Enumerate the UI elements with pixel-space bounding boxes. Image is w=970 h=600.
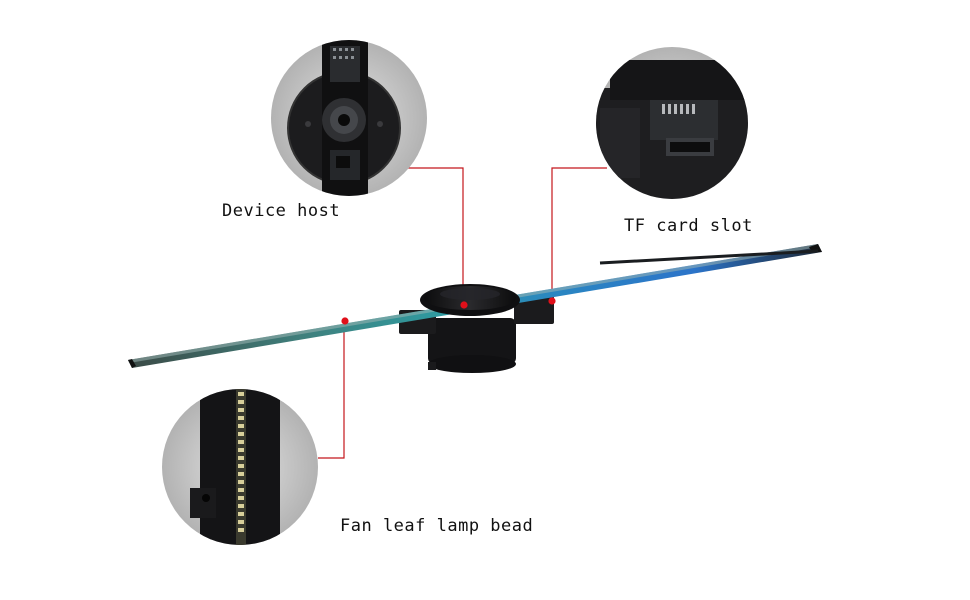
- inset-fan-leaf-lamp-bead: [162, 389, 318, 545]
- label-device-host: Device host: [222, 201, 341, 221]
- label-fan-leaf-lamp-bead: Fan leaf lamp bead: [340, 516, 534, 536]
- marker-dot-device-host: [460, 301, 468, 309]
- inset-device-host: [271, 40, 427, 196]
- inset-tf-card-slot: [596, 47, 748, 199]
- leader-line-device-host: [408, 167, 464, 304]
- device-hub: [420, 284, 520, 316]
- marker-dot-tf-card-slot: [548, 297, 556, 305]
- leader-line-tf-card-slot: [551, 167, 607, 300]
- marker-dot-fan-leaf: [341, 317, 349, 325]
- label-tf-card-slot: TF card slot: [624, 216, 753, 236]
- device-base: [399, 296, 554, 373]
- marker-dots: [341, 297, 556, 325]
- leader-lines: [318, 167, 607, 459]
- leader-line-fan-leaf: [318, 322, 345, 459]
